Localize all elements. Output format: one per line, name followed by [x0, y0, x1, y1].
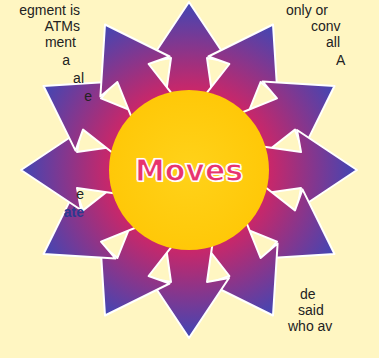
text-fragment: only or: [286, 2, 328, 18]
text-fragment: de: [300, 286, 316, 302]
text-fragment: all: [326, 34, 340, 50]
text-fragment: al: [73, 70, 84, 86]
text-fragment: said: [298, 302, 324, 318]
text-fragment: egment is: [19, 2, 80, 18]
text-fragment: ment: [45, 34, 76, 50]
center-circle: Moves: [109, 90, 269, 250]
text-fragment: e: [76, 186, 84, 202]
text-fragment: who av: [288, 318, 332, 334]
text-fragment: ate: [64, 204, 84, 220]
text-fragment: ATMs: [44, 18, 80, 34]
text-fragment: a: [62, 52, 70, 68]
text-fragment: e: [84, 88, 92, 104]
text-fragment: A: [336, 52, 345, 68]
center-title: Moves: [135, 153, 243, 188]
text-fragment: conv: [311, 18, 341, 34]
